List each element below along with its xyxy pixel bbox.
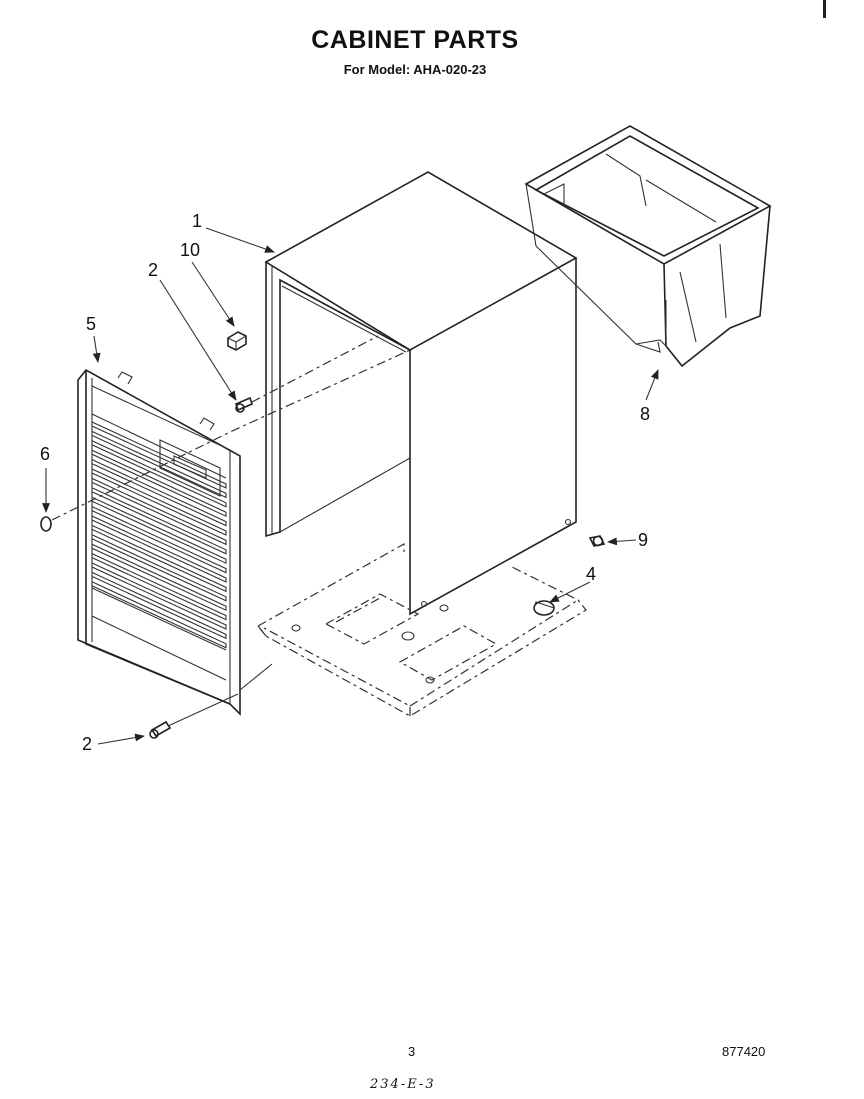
- grille-louver: [91, 430, 227, 499]
- alignment-line-base: [239, 663, 273, 691]
- part-10-pad: [227, 331, 247, 351]
- part-9-screw: [588, 535, 606, 547]
- callout-8: 8: [640, 404, 650, 424]
- document-number: 877420: [722, 1044, 766, 1059]
- grille-louver: [91, 515, 227, 583]
- base-pan: [257, 542, 587, 717]
- alignment-line-knob: [51, 349, 411, 521]
- grille-louver: [91, 459, 227, 527]
- grille-louver: [91, 534, 227, 602]
- cabinet-shell: [264, 171, 578, 616]
- part-6-knob: [40, 516, 52, 532]
- grille-louver: [91, 440, 227, 508]
- grille-louver: [91, 449, 227, 518]
- callout-9: 9: [638, 530, 648, 550]
- callout-1: 1: [192, 211, 202, 231]
- page-title: CABINET PARTS: [311, 26, 519, 54]
- grille-louver: [91, 524, 227, 593]
- callout-2-upper: 2: [148, 260, 158, 280]
- alignment-line-lower: [167, 693, 239, 727]
- grille-louver: [91, 553, 227, 621]
- grille-louver: [91, 496, 227, 565]
- callout-5: 5: [86, 314, 96, 334]
- callout-6: 6: [40, 444, 50, 464]
- part-2-lower-screw: [149, 720, 172, 739]
- grille-louver: [91, 506, 227, 574]
- grille-louver: [91, 468, 227, 536]
- callout-4: 4: [586, 564, 596, 584]
- grille-louver: [91, 571, 227, 640]
- callout-10: 10: [180, 240, 200, 260]
- grille-louver: [91, 562, 227, 630]
- callout-2-lower: 2: [82, 734, 92, 754]
- grille-louver: [91, 477, 227, 546]
- page-number: 3: [408, 1044, 416, 1059]
- part-2-upper-screw: [235, 396, 253, 413]
- part-4-foot: [533, 600, 555, 616]
- grille-louver: [91, 487, 227, 555]
- water-bucket: [524, 125, 772, 368]
- leader-arrows: [42, 227, 659, 745]
- model-subtitle: For Model: AHA-020-23: [343, 62, 487, 77]
- grille-louver: [91, 581, 227, 649]
- grille-louvers: [91, 421, 227, 649]
- grille-louver: [91, 543, 227, 612]
- page-edge-mark: [823, 0, 826, 18]
- handwritten-note: 234-E-3: [370, 1077, 436, 1092]
- alignment-line-screw: [251, 335, 379, 403]
- front-grille-panel: [77, 368, 241, 716]
- grille-louver: [91, 421, 227, 489]
